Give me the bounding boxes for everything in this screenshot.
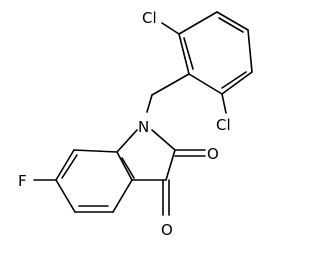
bond [178,33,190,75]
double-bond-inner [121,157,135,179]
dichlorophenyl-ring [178,11,253,95]
bond [55,149,75,181]
nitrogen-atom: N [138,118,149,136]
n-c2-bond [151,129,176,151]
double-bond-inner [61,154,78,179]
oxygen-atom-c3: O [161,221,173,239]
oxygen-atom-c2: O [207,145,219,163]
bond [178,11,218,35]
ch2-ring-bond [151,73,190,96]
n-c7a-bond [116,129,138,153]
bond [247,29,253,73]
pyrrolidinedione-ring [116,129,176,181]
chemical-structure-diagram: Cl Cl N F O O [18,9,253,239]
c-cl-bond-right [221,93,227,114]
bond [188,73,223,95]
benzo-ring [55,149,135,213]
chlorine-atom-right: Cl [216,116,231,134]
bond [216,11,249,31]
bond [112,179,133,213]
bond [55,179,76,213]
double-bond-inner [183,37,194,70]
c2-c3-bond [165,149,176,181]
bond [221,71,253,95]
ch2-nitrogen-bond [146,94,153,113]
c-cl-bond-top [161,22,180,35]
double-bond-inner [218,17,244,33]
double-bond-inner [221,71,247,89]
fluorine-atom: F [18,172,27,190]
bond [73,149,118,153]
bond [116,151,133,181]
chlorine-atom-top: Cl [142,9,157,27]
